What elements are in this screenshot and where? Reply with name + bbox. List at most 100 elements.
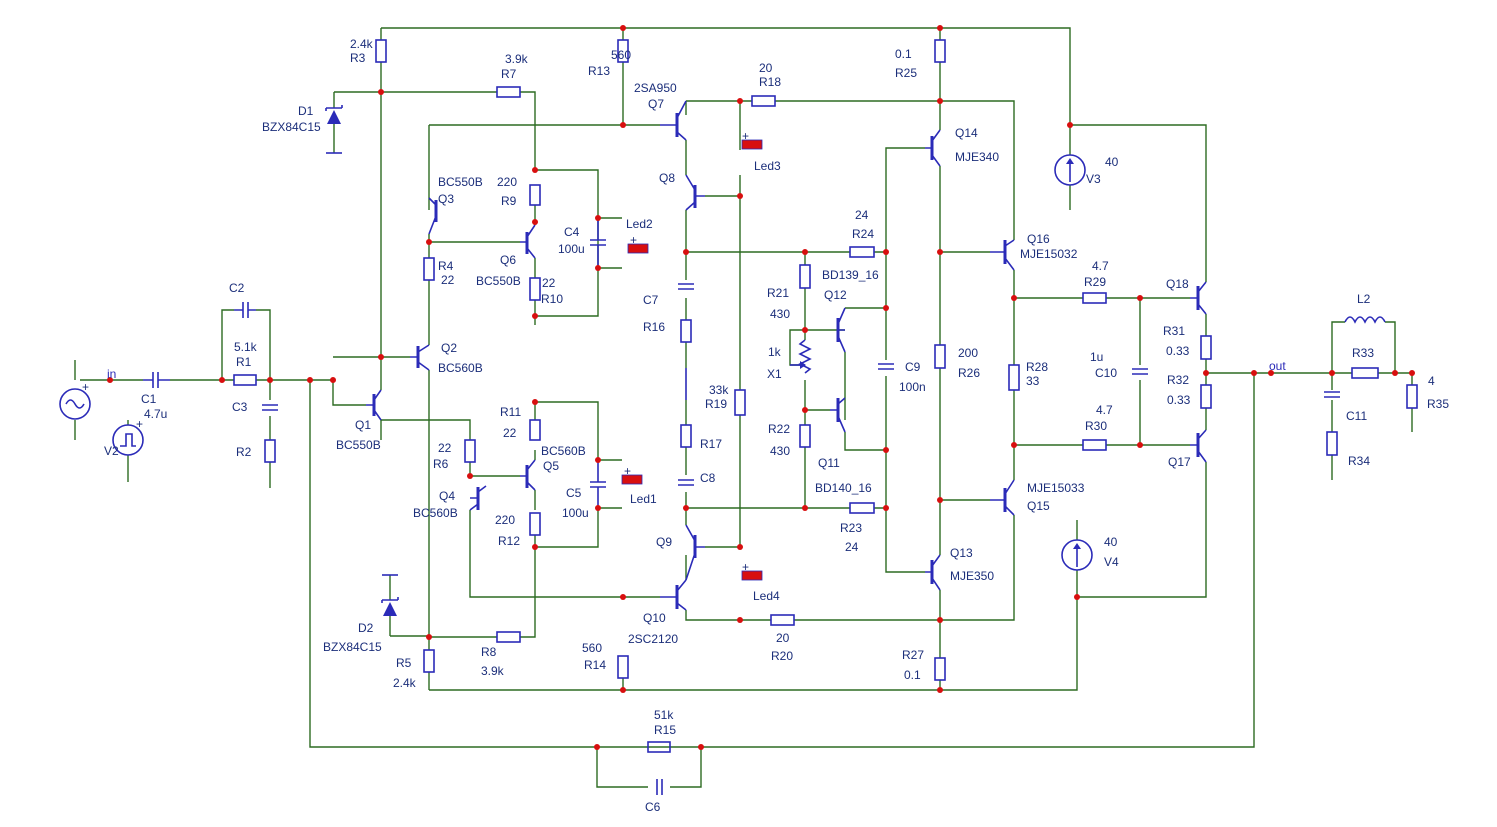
label-r19-value: 33k <box>709 383 729 397</box>
resistor-r26 <box>934 344 946 369</box>
resistor-r7 <box>496 86 521 98</box>
label-q15-ref: Q15 <box>1027 499 1050 513</box>
resistor-r23 <box>849 502 875 514</box>
label-r28-ref: R28 <box>1026 360 1048 374</box>
resistor-r9 <box>529 184 541 206</box>
label-q4-ref: Q4 <box>439 489 455 503</box>
label-r4-ref: R4 <box>438 259 454 273</box>
resistor-r21 <box>799 264 811 289</box>
label-c2-ref: C2 <box>229 281 245 295</box>
resistor-r18 <box>751 95 776 107</box>
capacitor-c10 <box>1132 368 1148 375</box>
transistor-q16 <box>990 239 1015 271</box>
label-c6-ref: C6 <box>645 800 661 814</box>
label-q2-ref: Q2 <box>441 341 457 355</box>
label-d1-value: BZX84C15 <box>262 120 321 134</box>
label-r15-value: 51k <box>654 708 674 722</box>
potentiometer-x1 <box>790 339 812 374</box>
zener-d1 <box>325 105 343 154</box>
label-c1-ref: C1 <box>141 392 157 406</box>
source-v2-pulse: + <box>112 417 144 456</box>
resistor-r32 <box>1200 384 1212 409</box>
capacitor-c7 <box>678 283 694 290</box>
capacitor-c11 <box>1324 391 1340 398</box>
label-c9-value: 100n <box>899 380 926 394</box>
led-led4 <box>741 570 763 581</box>
label-r34-ref: R34 <box>1348 454 1370 468</box>
label-q10-ref: Q10 <box>643 611 666 625</box>
svg-text:+: + <box>742 560 749 574</box>
resistor-r34 <box>1326 431 1338 456</box>
label-r3-ref: R3 <box>350 51 366 65</box>
label-c10-ref: C10 <box>1095 366 1117 380</box>
label-r5-ref: R5 <box>396 656 412 670</box>
svg-text:+: + <box>82 380 89 394</box>
label-r12-ref: R12 <box>498 534 520 548</box>
transistor-q5 <box>520 459 536 491</box>
label-c11-ref: C11 <box>1346 409 1367 423</box>
label-v4-ref: V4 <box>1104 555 1119 569</box>
capacitor-symbols <box>143 218 1340 795</box>
resistor-r2 <box>264 439 276 463</box>
label-q13-ref: Q13 <box>950 546 973 560</box>
label-r20-ref: R20 <box>771 649 793 663</box>
svg-text:+: + <box>624 464 631 478</box>
resistor-r17 <box>680 424 692 448</box>
resistor-symbols <box>233 39 1418 753</box>
capacitor-c1 <box>143 372 170 388</box>
transistor-q4 <box>469 485 487 511</box>
transistor-symbols <box>366 100 1207 611</box>
label-q3-ref: Q3 <box>438 192 454 206</box>
label-r11-value: 22 <box>503 426 517 440</box>
label-r22-value: 430 <box>770 444 790 458</box>
capacitor-c6 <box>656 779 663 795</box>
label-q5-ref: Q5 <box>543 459 559 473</box>
label-c4-value: 100u <box>558 242 585 256</box>
label-r15-ref: R15 <box>654 723 676 737</box>
label-q9-ref: Q9 <box>656 535 672 549</box>
resistor-r20 <box>770 614 795 626</box>
capacitor-c8 <box>678 479 694 486</box>
label-q6-value: BC550B <box>476 274 521 288</box>
label-q3-value: BC550B <box>438 175 483 189</box>
label-q10-value: 2SC2120 <box>628 632 678 646</box>
label-r5-value: 2.4k <box>393 676 417 690</box>
label-q14-ref: Q14 <box>955 126 978 140</box>
label-r27-value: 0.1 <box>904 668 921 682</box>
label-q11-ref: Q11 <box>818 456 840 470</box>
label-c9-ref: C9 <box>905 360 921 374</box>
label-c8-ref: C8 <box>700 471 716 485</box>
label-q6-ref: Q6 <box>500 253 516 267</box>
label-r8-value: 3.9k <box>481 664 505 678</box>
label-q14-value: MJE340 <box>955 150 999 164</box>
led-led1 <box>621 474 643 485</box>
resistor-r6 <box>464 439 476 463</box>
label-c5-ref: C5 <box>566 486 582 500</box>
resistor-r19 <box>734 389 746 416</box>
label-r28-value: 33 <box>1026 374 1040 388</box>
label-q2-value: BC560B <box>438 361 483 375</box>
label-d2-value: BZX84C15 <box>323 640 382 654</box>
transistor-q6 <box>520 224 536 259</box>
label-r9-ref: R9 <box>501 194 517 208</box>
label-led2: Led2 <box>626 217 653 231</box>
resistor-r10 <box>529 277 541 301</box>
label-q17-ref: Q17 <box>1168 455 1191 469</box>
label-d2-ref: D2 <box>358 621 374 635</box>
label-r30-value: 4.7 <box>1096 403 1113 417</box>
label-x1-value: 1k <box>768 345 782 359</box>
resistor-r31 <box>1200 335 1212 360</box>
label-r10-value: 22 <box>542 276 556 290</box>
label-r7-value: 3.9k <box>505 52 529 66</box>
transistor-q14 <box>925 129 941 167</box>
label-l2-ref: L2 <box>1357 292 1371 306</box>
label-r13-value: 560 <box>611 48 631 62</box>
label-r12-value: 220 <box>495 513 515 527</box>
label-c7-ref: C7 <box>643 293 659 307</box>
capacitor-c5 <box>590 481 606 488</box>
label-q4-value: BC560B <box>413 506 458 520</box>
label-r31-ref: R31 <box>1163 324 1185 338</box>
source-v1-ac: + <box>59 380 91 420</box>
transistor-q11 <box>830 397 846 433</box>
